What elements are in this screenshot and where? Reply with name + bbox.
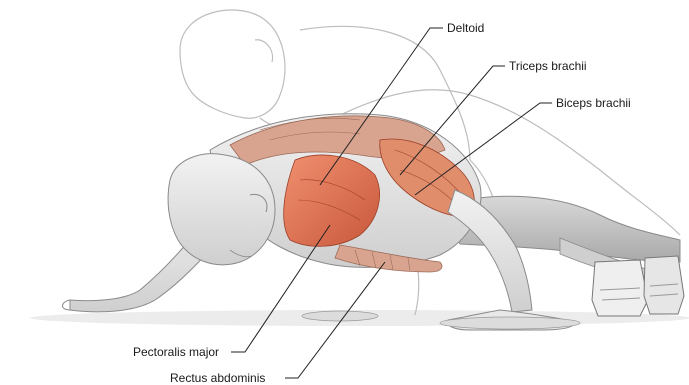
- shoes: [592, 256, 684, 316]
- label-deltoid: Deltoid: [447, 21, 484, 35]
- label-rectus-abdominis: Rectus abdominis: [170, 371, 265, 385]
- near-hand: [440, 317, 580, 329]
- label-pectoralis-major: Pectoralis major: [133, 345, 219, 359]
- label-biceps-brachii: Biceps brachii: [556, 96, 631, 110]
- head: [168, 154, 275, 265]
- label-triceps-brachii: Triceps brachii: [509, 59, 587, 73]
- far-hand: [302, 311, 378, 321]
